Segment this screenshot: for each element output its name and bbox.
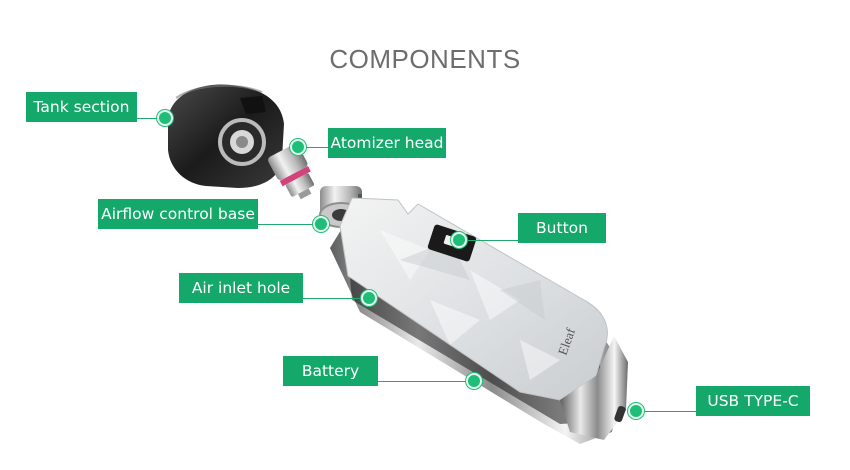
label-air-inlet-hole: Air inlet hole xyxy=(179,273,303,303)
leader-line-usb xyxy=(636,411,696,412)
marker-dot-air-inlet xyxy=(361,290,377,306)
marker-dot-battery xyxy=(466,373,482,389)
label-airflow-control-base: Airflow control base xyxy=(98,199,258,229)
leader-line-airflow xyxy=(258,224,320,225)
marker-dot-usb xyxy=(628,403,644,419)
leader-line-tank xyxy=(137,118,165,119)
leader-line-battery xyxy=(378,381,472,382)
marker-dot-button xyxy=(451,232,467,248)
leader-line-air-inlet xyxy=(303,298,367,299)
leader-line-atomizer xyxy=(298,147,328,148)
label-tank-section: Tank section xyxy=(26,92,137,122)
page-title: COMPONENTS xyxy=(329,44,521,74)
tank-section-shape xyxy=(168,84,284,188)
marker-dot-atomizer xyxy=(290,139,306,155)
label-button: Button xyxy=(518,213,606,243)
label-atomizer-head: Atomizer head xyxy=(328,128,446,158)
marker-dot-tank xyxy=(157,110,173,126)
leader-line-button xyxy=(460,240,518,241)
marker-dot-airflow xyxy=(313,216,329,232)
label-battery: Battery xyxy=(283,356,378,386)
battery-body-shape xyxy=(330,197,628,444)
label-usb-type-c: USB TYPE-C xyxy=(696,386,810,416)
